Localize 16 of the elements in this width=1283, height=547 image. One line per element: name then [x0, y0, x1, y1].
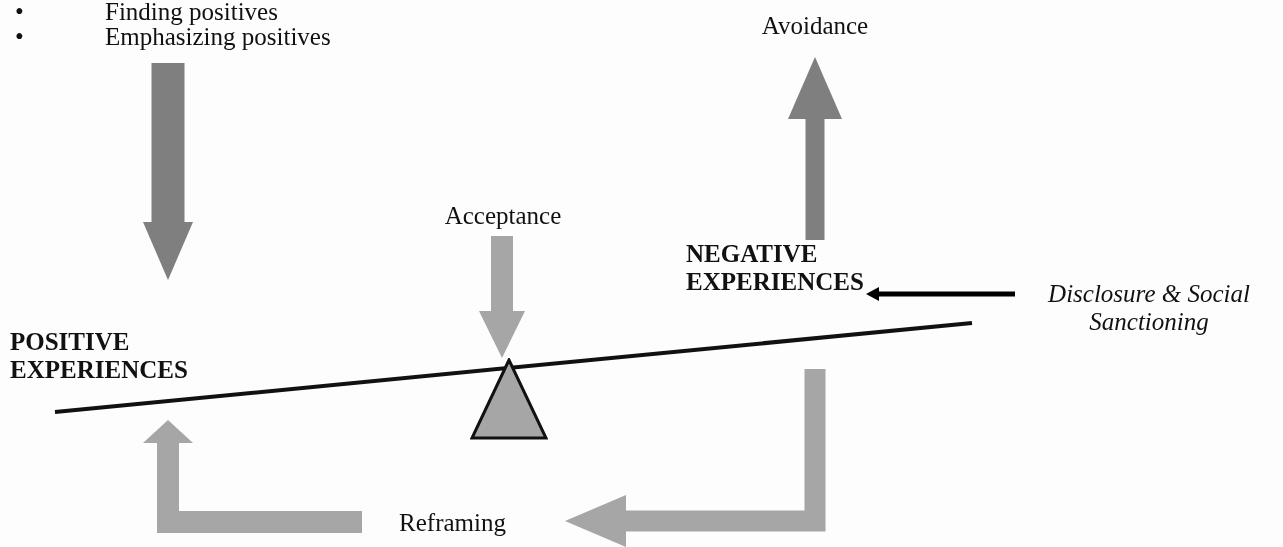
node-label: Disclosure & Social Sanctioning — [1046, 280, 1251, 336]
node-label: Acceptance — [443, 202, 563, 230]
block-arrow — [143, 420, 362, 533]
block-arrow — [143, 63, 193, 280]
block-arrow — [565, 369, 826, 547]
block-arrow — [479, 236, 525, 358]
arrow — [866, 287, 1015, 301]
list-item: Emphasizing positives — [105, 24, 332, 49]
node-label: Avoidance — [760, 12, 870, 40]
bullet: • — [15, 24, 24, 49]
category-label: NEGATIVE EXPERIENCES — [686, 240, 865, 296]
category-label: POSITIVE EXPERIENCES — [10, 328, 189, 384]
bullet: • — [15, 0, 24, 24]
list-item: Finding positives — [105, 0, 279, 24]
node-label: Reframing — [398, 509, 507, 537]
block-arrow — [788, 57, 842, 240]
